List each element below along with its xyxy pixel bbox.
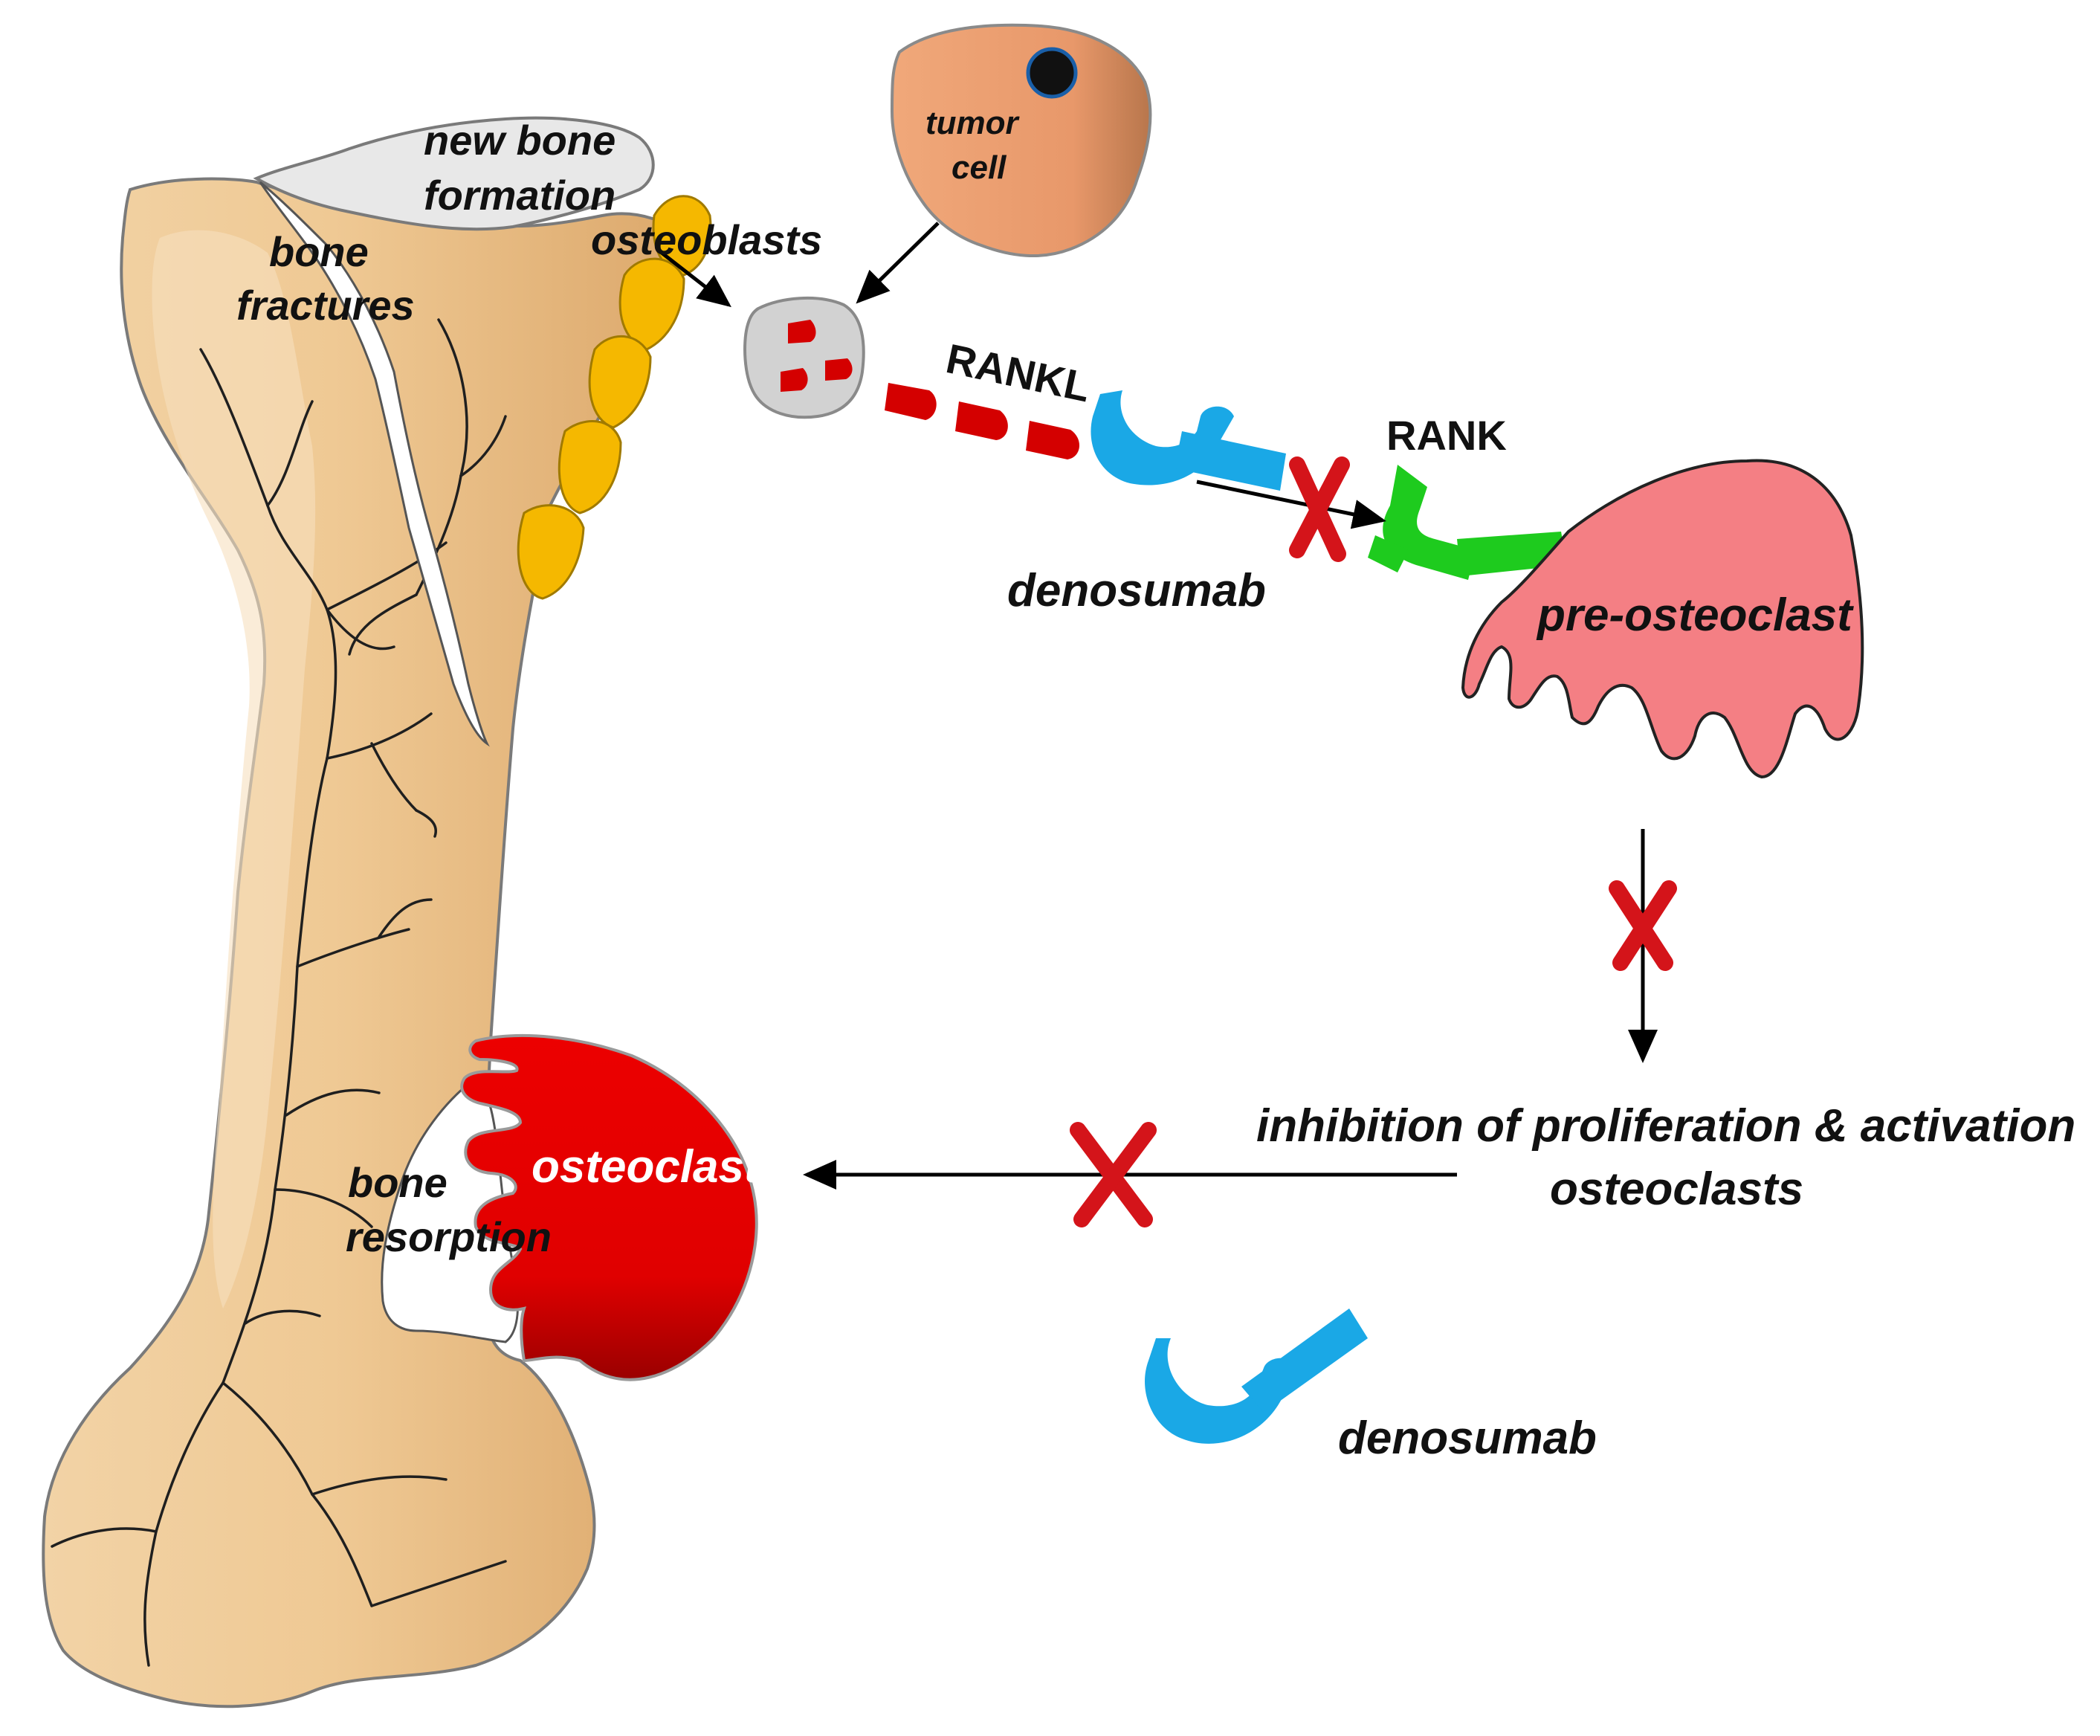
label-osteoblasts: osteoblasts bbox=[591, 216, 822, 263]
label-bone-resorption-2: resorption bbox=[346, 1213, 552, 1260]
osteoblast-cell bbox=[517, 504, 585, 600]
tumor-to-cell-arrow bbox=[856, 222, 940, 304]
denosumab-antibody-top bbox=[1091, 390, 1286, 491]
label-denosumab-top: denosumab bbox=[1007, 565, 1266, 616]
rankl-chain bbox=[885, 383, 1079, 459]
label-tumor-cell-2: cell bbox=[952, 149, 1007, 186]
label-denosumab-bottom: denosumab bbox=[1338, 1413, 1597, 1464]
tumor-cell bbox=[890, 23, 1152, 258]
rankl-segment bbox=[955, 401, 1008, 440]
rankl-dot bbox=[825, 358, 853, 381]
osteoblast-to-cell-arrow bbox=[660, 251, 731, 308]
rankl-producing-cell bbox=[743, 296, 865, 419]
inhibit-x-icon bbox=[1289, 456, 1350, 562]
rankl-segment bbox=[885, 383, 937, 420]
label-rank: RANK bbox=[1386, 412, 1507, 459]
label-bone-fractures-1: bone bbox=[269, 228, 369, 275]
label-pre-osteoclast: pre-osteoclast bbox=[1536, 590, 1854, 641]
new-bone-formation bbox=[253, 116, 655, 231]
osteoblast-cell bbox=[618, 257, 685, 351]
inhibit-x-icon bbox=[1070, 1122, 1157, 1227]
bone-fracture-gap bbox=[259, 181, 490, 747]
inhibit-x-icon bbox=[1609, 880, 1677, 971]
label-tumor-cell-1: tumor bbox=[925, 105, 1021, 141]
label-bone-resorption-1: bone bbox=[348, 1159, 448, 1206]
label-osteoclast: osteoclast bbox=[532, 1141, 761, 1193]
label-inhibition-1: inhibition of proliferation & activation bbox=[1256, 1100, 2075, 1152]
pre-osteoclast-cell bbox=[1461, 459, 1864, 779]
rankl-dot bbox=[781, 368, 808, 392]
tumor-cell-body bbox=[890, 23, 1152, 258]
osteoclast-cell bbox=[460, 1033, 758, 1381]
label-rankl: RANKL bbox=[943, 335, 1095, 410]
rankl-dot bbox=[788, 320, 816, 343]
label-new-bone-formation-2: formation bbox=[424, 172, 616, 219]
bone-highlight bbox=[152, 230, 316, 1309]
label-inhibition-2: osteoclasts bbox=[1550, 1164, 1803, 1215]
rankl-segment bbox=[1026, 421, 1079, 459]
osteoblast-cell bbox=[558, 420, 622, 514]
label-new-bone-formation-1: new bone bbox=[424, 117, 616, 164]
denosumab-antibody-bottom bbox=[1145, 1309, 1368, 1444]
tumor-nucleus bbox=[1026, 47, 1078, 99]
bone-cracks bbox=[51, 318, 507, 1667]
osteoblast-cell bbox=[588, 335, 652, 429]
rank-receptor bbox=[1368, 465, 1567, 580]
denosumab-to-rank-arrow bbox=[1196, 480, 1386, 529]
label-bone-fractures-2: fractures bbox=[236, 282, 415, 329]
